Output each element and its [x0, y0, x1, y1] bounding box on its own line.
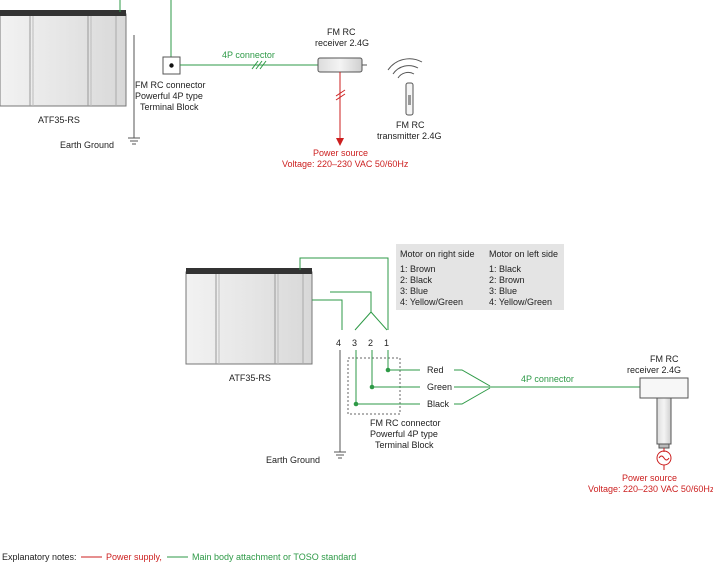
bottom-receiver-label-1: FM RC [650, 354, 679, 364]
wire-label-red: Red [427, 365, 444, 375]
table-header-right: Motor on right side [400, 249, 475, 259]
top-terminal-dot [169, 63, 174, 68]
bottom-terminal-block [347, 357, 401, 415]
top-motor [0, 10, 127, 107]
top-transmitter [387, 58, 423, 116]
top-receiver-label-1: FM RC [327, 27, 356, 37]
wire-label-black: Black [427, 399, 450, 409]
terminal-number-2: 2 [368, 338, 373, 348]
table-cell: 3: Blue [400, 286, 428, 296]
top-diagram: ATF35-RS Earth Ground FM RC connector Po… [0, 0, 442, 169]
table-cell: 1: Black [489, 264, 522, 274]
bottom-power-label-2: Voltage: 220–230 VAC 50/60Hz [588, 484, 713, 494]
legend-power-supply: Power supply, [106, 552, 162, 562]
legend: Explanatory notes: Power supply, Main bo… [2, 552, 356, 562]
table-cell: 4: Yellow/Green [400, 297, 463, 307]
top-connector-label-1: FM RC connector [135, 80, 206, 90]
terminal-number-3: 3 [352, 338, 357, 348]
bottom-connector-label-3: Terminal Block [375, 440, 434, 450]
bottom-receiver [639, 377, 689, 449]
legend-main-body: Main body attachment or TOSO standard [192, 552, 356, 562]
legend-title: Explanatory notes: [2, 552, 77, 562]
bottom-motor [185, 268, 313, 365]
bottom-connector-label-1: FM RC connector [370, 418, 441, 428]
top-power-label-1: Power source [313, 148, 368, 158]
bottom-power-label-1: Power source [622, 473, 677, 483]
top-connector-label-2: Powerful 4P type [135, 91, 203, 101]
table-cell: 3: Blue [489, 286, 517, 296]
table-cell: 2: Black [400, 275, 433, 285]
table-cell: 2: Brown [489, 275, 525, 285]
bottom-receiver-label-2: receiver 2.4G [627, 365, 681, 375]
top-earth-label: Earth Ground [60, 140, 114, 150]
bottom-connector-label-2: Powerful 4P type [370, 429, 438, 439]
top-motor-label: ATF35-RS [38, 115, 80, 125]
terminal-number-1: 1 [384, 338, 389, 348]
top-receiver-label-2: receiver 2.4G [315, 38, 369, 48]
top-power-label-2: Voltage: 220–230 VAC 50/60Hz [282, 159, 409, 169]
bottom-4p-connector-label: 4P connector [521, 374, 574, 384]
top-4p-connector-label: 4P connector [222, 50, 275, 60]
table-cell: 1: Brown [400, 264, 436, 274]
top-transmitter-label-1: FM RC [396, 120, 425, 130]
terminal-number-4: 4 [336, 338, 341, 348]
wire-label-green: Green [427, 382, 452, 392]
wiring-table: Motor on right side Motor on left side 1… [396, 244, 564, 310]
top-transmitter-label-2: transmitter 2.4G [377, 131, 442, 141]
table-header-left: Motor on left side [489, 249, 558, 259]
top-connector-label-3: Terminal Block [140, 102, 199, 112]
bottom-diagram: ATF35-RS Motor on right side Motor on le… [185, 244, 713, 494]
top-receiver [317, 57, 367, 73]
table-cell: 4: Yellow/Green [489, 297, 552, 307]
bottom-motor-label: ATF35-RS [229, 373, 271, 383]
bottom-earth-label: Earth Ground [266, 455, 320, 465]
